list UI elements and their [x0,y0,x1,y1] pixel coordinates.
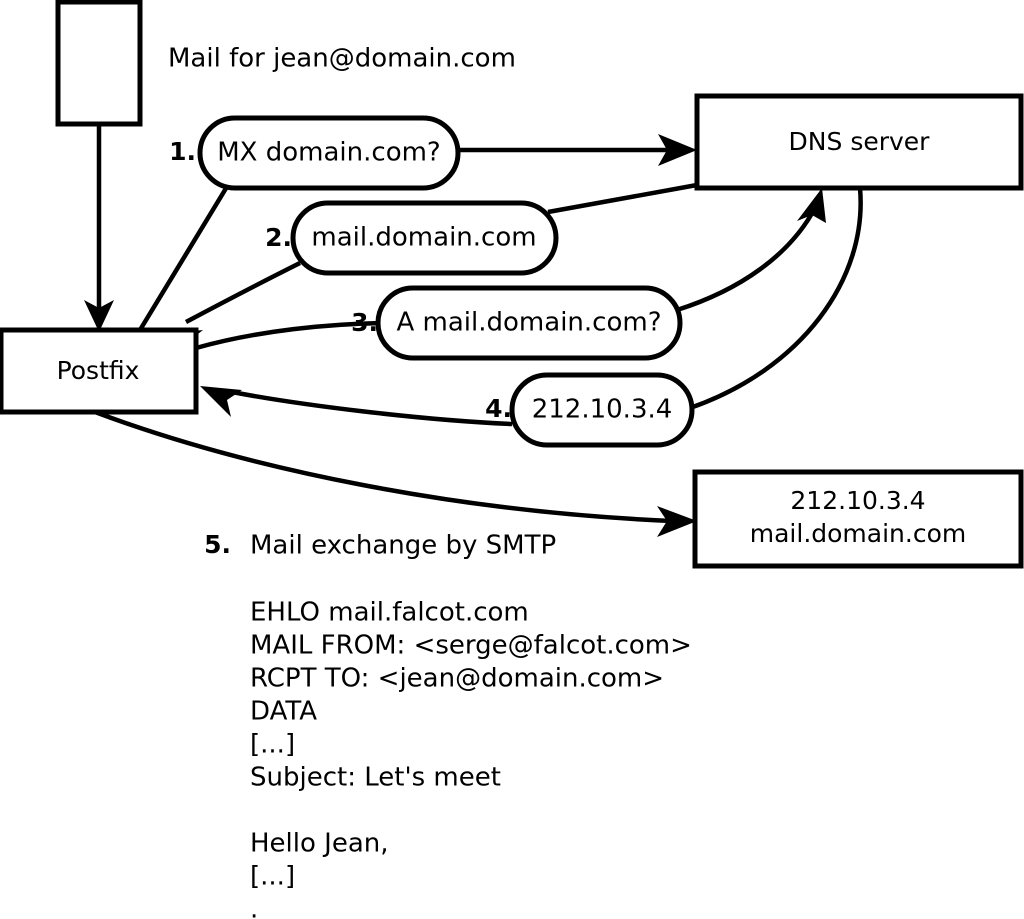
transcript-line-0: EHLO mail.falcot.com [250,598,529,628]
step-1-group: 1. MX domain.com? [169,115,461,191]
transcript-line-4: [...] [250,730,295,760]
step-1-pill [197,115,461,191]
node-postfix-box: Postfix [0,327,199,415]
mail-for-caption: Mail for jean@domain.com [168,44,516,74]
step-2-pill [290,200,559,276]
edge-dns-to-step4 [689,187,863,411]
step-4-pill [509,372,695,448]
dns-server-label: DNS server [789,127,931,156]
edge-step4-to-postfix [200,386,513,427]
step-3-group: 3. A mail.domain.com? [351,285,683,361]
step-1-number: 1. [169,137,196,166]
transcript-line-7: Hello Jean, [250,829,389,859]
transcript-line-5: Subject: Let's meet [250,763,501,793]
step-3-number: 3. [351,308,378,337]
step-2-group: 2. mail.domain.com [265,200,559,276]
step-5-label: Mail exchange by SMTP [250,531,556,561]
edge-step1-to-dns [458,134,697,166]
node-sender-box [55,0,143,127]
edge-sender-to-postfix [84,124,114,332]
target-hostname-label: mail.domain.com [750,519,966,548]
transcript-line-8: [...] [250,862,295,892]
transcript-line-9: . [250,895,258,919]
step-3-label: A mail.domain.com? [397,308,662,338]
step-2-label: mail.domain.com [311,223,536,253]
target-ip-label: 212.10.3.4 [790,486,925,515]
step-5-number: 5. [204,530,231,559]
edge-step3-to-dns [676,188,826,313]
edge-postfix-to-step3 [195,320,383,351]
node-target-mailserver-box: 212.10.3.4 mail.domain.com [692,469,1024,569]
step-4-group: 4. 212.10.3.4 [485,372,695,448]
step-3-pill [375,285,683,361]
node-dns-server-box: DNS server [694,93,1024,191]
transcript-line-3: DATA [250,697,317,727]
transcript-line-2: RCPT TO: <jean@domain.com> [250,664,664,694]
step-4-number: 4. [485,394,512,423]
transcript-line-1: MAIL FROM: <serge@falcot.com> [250,631,692,661]
edge-postfix-to-target [94,409,697,537]
postfix-label: Postfix [57,356,140,385]
step-4-label: 212.10.3.4 [532,395,673,425]
step-2-number: 2. [265,223,292,252]
edge-dns-to-step2 [547,182,698,215]
edge-postfix-to-step1 [138,183,230,332]
step-1-label: MX domain.com? [217,138,440,168]
